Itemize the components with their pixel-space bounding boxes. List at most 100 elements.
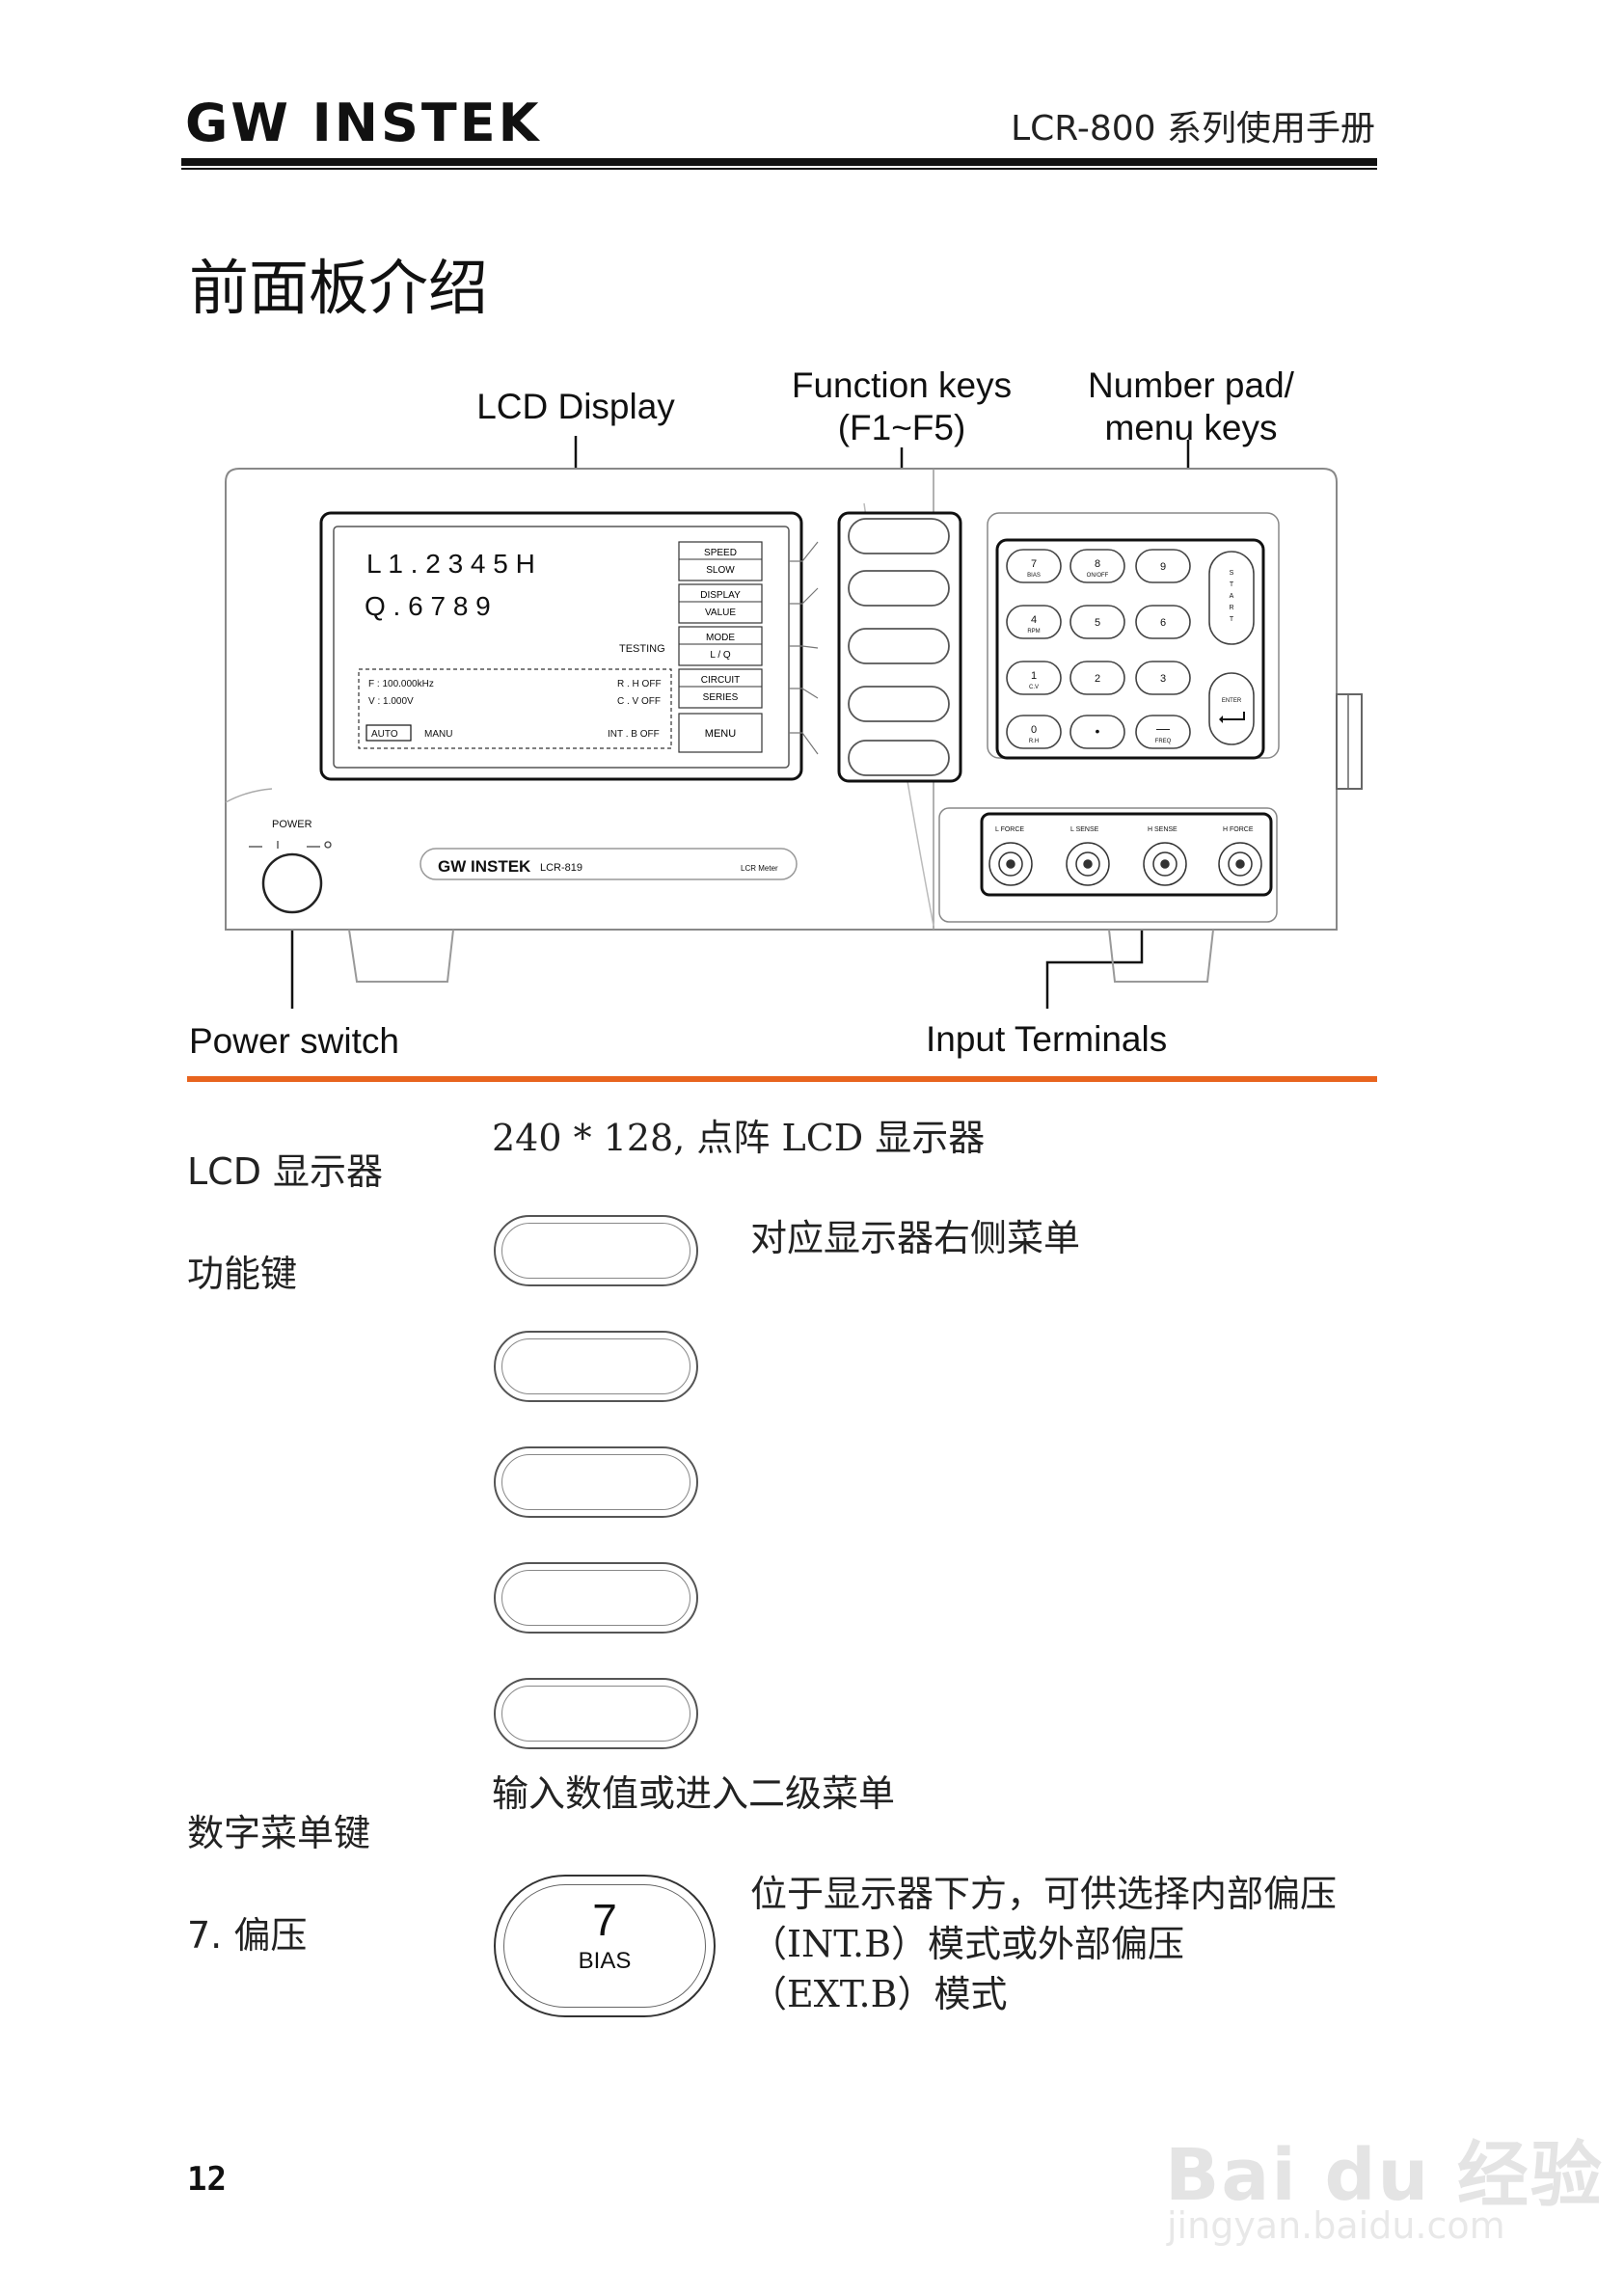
function-key-f1[interactable] (494, 1215, 698, 1286)
key-minus-sub: FREQ (1155, 739, 1172, 744)
lcd-testing: TESTING (619, 643, 665, 655)
lcd-line2: Q . 6 7 8 9 (365, 591, 491, 621)
numkey-desc: 输入数值或进入二级菜单 (492, 1772, 896, 1815)
device-type: LCR Meter (741, 864, 778, 873)
numpad-keys (1006, 549, 1255, 749)
callout-function-keys-line1: Function keys (791, 365, 1013, 405)
fkey-term: 功能键 (187, 1253, 298, 1295)
key-7: 7 (1031, 558, 1037, 570)
lcd-intb: INT . B OFF (608, 729, 660, 740)
bias-key-number: 7 (592, 1895, 617, 1945)
front-panel-illustration: L 1 . 2 3 4 5 H Q . 6 7 8 9 TESTING F : … (225, 436, 1363, 1009)
lcd-status-box (358, 668, 672, 749)
start-a: A (1230, 593, 1234, 600)
key-9: 9 (1160, 561, 1166, 573)
terminal-l-force: L FORCE (995, 826, 1024, 833)
lcd-freq: F : 100.000kHz (368, 679, 434, 689)
manual-title: LCR-800 系列使用手册 (1011, 109, 1375, 149)
lcd-rh: R . H OFF (617, 679, 662, 689)
bias-desc: 位于显示器下方，可供选择内部偏压 （INT.B）模式或外部偏压 （EXT.B）模… (750, 1869, 1337, 2019)
rear-handle (1336, 693, 1363, 790)
menu-series: SERIES (703, 692, 739, 703)
key-8-sub: ON/OFF (1087, 573, 1109, 579)
key-6: 6 (1160, 617, 1166, 629)
terminal-h-force: H FORCE (1223, 826, 1254, 833)
callout-function-keys-line2: (F1~F5) (837, 408, 966, 447)
key-1: 1 (1031, 670, 1037, 682)
enter-label: ENTER (1222, 698, 1242, 704)
function-key-f2[interactable] (494, 1331, 698, 1402)
section-divider (187, 1076, 1377, 1082)
watermark-url: jingyan.baidu.com (1167, 2204, 1505, 2247)
key-1-sub: C.V (1029, 685, 1039, 690)
fkey-desc: 对应显示器右侧菜单 (750, 1217, 1081, 1259)
start-s: S (1230, 570, 1234, 577)
key-dot: • (1096, 723, 1100, 739)
watermark-brand: Bai du 经验 (1165, 2134, 1604, 2217)
key-3: 3 (1160, 673, 1166, 685)
lcd-manu: MANU (424, 729, 452, 740)
menu-slow: SLOW (706, 565, 735, 576)
start-r: R (1229, 605, 1233, 611)
header-rule-thin (181, 168, 1377, 170)
power-symbols (249, 841, 332, 849)
function-key-f5[interactable] (494, 1678, 698, 1749)
page-heading: 前面板介绍 (189, 253, 489, 323)
start-t: T (1230, 581, 1234, 588)
callout-power-switch: Power switch (189, 1021, 399, 1061)
f3-key-shape (848, 628, 950, 664)
lcd-term: LCD 显示器 (187, 1150, 384, 1193)
start-key-shape (1208, 551, 1255, 645)
bnc-connectors (988, 842, 1262, 886)
brand-logo: GW INSTEK (185, 93, 542, 153)
model-logo: GW INSTEK (438, 857, 531, 876)
bias-term: 7. 偏压 (187, 1914, 308, 1957)
key-7-sub: BIAS (1027, 573, 1041, 579)
f2-key-shape (848, 570, 950, 607)
menu-lq: L / Q (710, 650, 731, 661)
callout-function-keys: Function keys (F1~F5) (771, 365, 1032, 449)
start-t2: T (1230, 616, 1234, 623)
menu-display: DISPLAY (700, 590, 741, 601)
menu-menu: MENU (705, 728, 736, 740)
key-8: 8 (1095, 558, 1100, 570)
key-4: 4 (1031, 614, 1037, 626)
function-key-f3[interactable] (494, 1446, 698, 1518)
f4-key-shape (848, 686, 950, 722)
f1-key-shape (848, 518, 950, 554)
numpad-frame (995, 538, 1265, 760)
bias-key-label: BIAS (578, 1948, 632, 1974)
lcd-auto-box (365, 724, 412, 742)
power-label: POWER (272, 819, 312, 830)
menu-speed: SPEED (704, 548, 737, 558)
menu-mode: MODE (706, 633, 735, 643)
callout-number-pad-line2: menu keys (1104, 408, 1278, 447)
bias-desc-line3: （EXT.B）模式 (750, 1973, 1008, 2015)
lcd-cv: C . V OFF (617, 696, 661, 707)
callout-number-pad: Number pad/ menu keys (1061, 365, 1321, 449)
function-keys-icons (848, 518, 950, 776)
lcd-auto: AUTO (371, 729, 398, 740)
lcd-desc: 240 * 128, 点阵 LCD 显示器 (492, 1117, 986, 1159)
header-rule (181, 158, 1377, 166)
bias-key[interactable]: 7 BIAS (494, 1875, 716, 2017)
lcd-line1: L 1 . 2 3 4 5 H (366, 549, 535, 579)
terminals-frame (980, 812, 1273, 897)
callout-lcd-display: LCD Display (476, 387, 675, 426)
function-key-f4[interactable] (494, 1562, 698, 1634)
lcd-soft-menu: SPEED SLOW DISPLAY VALUE MODE L / Q CIRC… (678, 541, 763, 753)
model-number: LCR-819 (540, 862, 582, 874)
f5-key-shape (848, 740, 950, 776)
lcd-volt: V : 1.000V (368, 696, 414, 707)
key-minus: — (1156, 720, 1170, 736)
enter-key-shape (1208, 672, 1255, 745)
model-plate (420, 848, 798, 880)
key-2: 2 (1095, 673, 1100, 685)
callout-number-pad-line1: Number pad/ (1088, 365, 1294, 405)
terminal-l-sense: L SENSE (1070, 826, 1099, 833)
enter-arrow-icon (1223, 712, 1245, 720)
key-5: 5 (1095, 617, 1100, 629)
foot-right (1108, 929, 1214, 983)
terminal-h-sense: H SENSE (1148, 826, 1177, 833)
key-0-sub: R.H (1029, 739, 1039, 744)
